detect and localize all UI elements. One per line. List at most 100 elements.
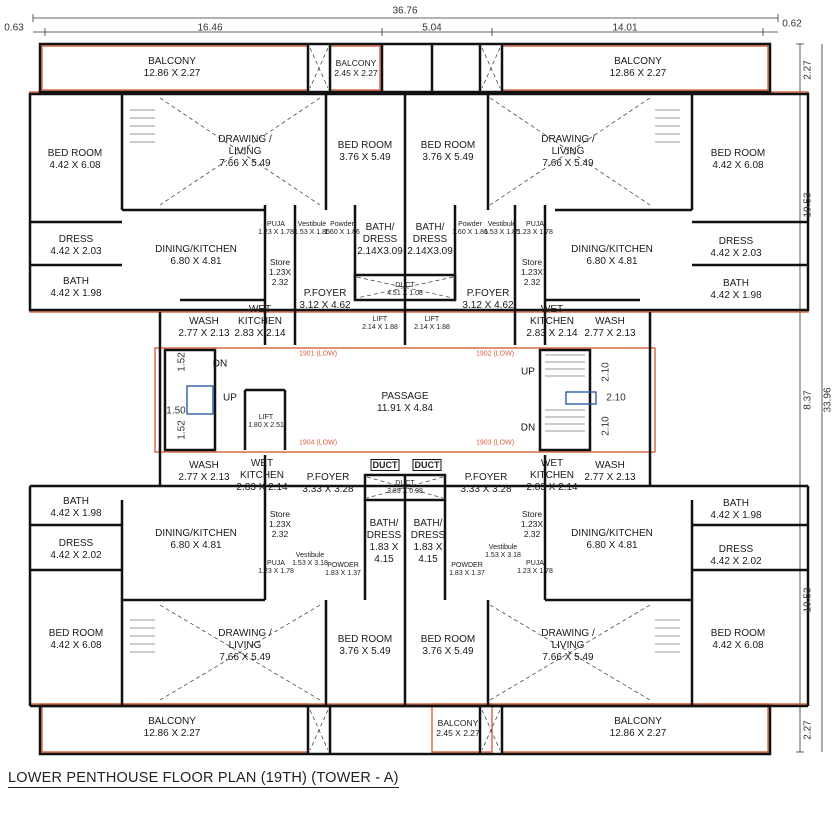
- stair-right-dim-2: 2.10: [606, 392, 626, 404]
- dim-bottom-block: 10.53: [802, 587, 814, 613]
- duct-label-2: DUCT: [412, 459, 442, 471]
- diagonal-crosses: [159, 47, 651, 751]
- stair-left-dim-2: 1.50: [166, 405, 186, 417]
- dim-left-span: 16.46: [197, 22, 223, 34]
- stair-left-dim-1: 1.52: [176, 352, 188, 372]
- flat-label-1901: 1901 (LOW): [298, 350, 338, 358]
- flat-label-1902: 1902 (LOW): [475, 350, 515, 358]
- dim-total-height: 33.96: [822, 387, 834, 413]
- dim-top-balcony: 2.27: [802, 60, 814, 80]
- stair-right-down-label: DN: [520, 422, 536, 434]
- stair-left-down-label: DN: [212, 358, 228, 370]
- dim-bottom-balcony: 2.27: [802, 720, 814, 740]
- dim-right-offset: 0.62: [782, 18, 802, 30]
- duct-label-1: DUCT: [370, 459, 400, 471]
- dim-total-width: 36.76: [392, 5, 418, 17]
- stair-left-up-label: UP: [223, 392, 237, 404]
- stair-shaft-right: [565, 391, 597, 405]
- dim-right-span: 14.01: [612, 22, 638, 34]
- stair-right-dim-1: 2.10: [600, 362, 612, 382]
- flat-label-1904: 1904 (LOW): [298, 439, 338, 447]
- stair-right-dim-3: 2.10: [600, 416, 612, 436]
- dim-mid-span: 5.04: [422, 22, 442, 34]
- dim-mid-block: 8.37: [802, 390, 814, 410]
- stair-treads: [130, 109, 680, 653]
- flat-label-1903: 1903 (LOW): [475, 439, 515, 447]
- walls: [28, 42, 810, 756]
- dim-left-offset: 0.63: [4, 22, 24, 34]
- stair-left-dim-3: 1.52: [176, 420, 188, 440]
- stair-right-up-label: UP: [521, 366, 535, 378]
- stair-shaft-left: [186, 385, 214, 415]
